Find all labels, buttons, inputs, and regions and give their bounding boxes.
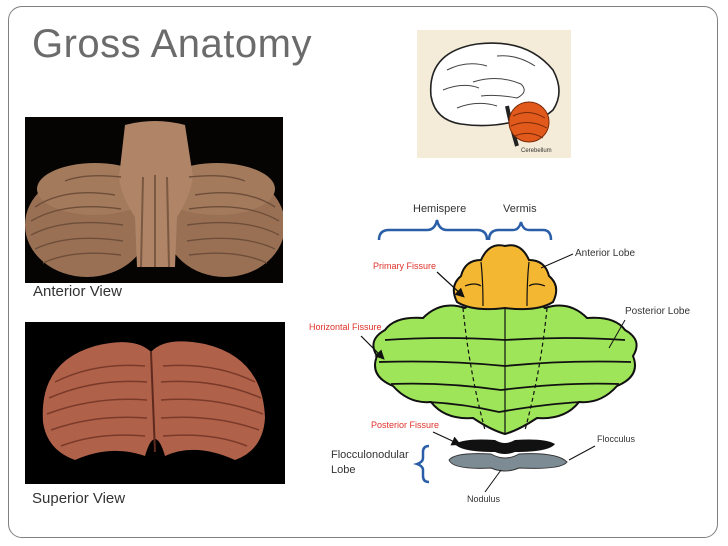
posterior-lobe-label: Posterior Lobe xyxy=(625,306,690,317)
anterior-view-caption: Anterior View xyxy=(33,283,122,300)
hemisphere-label: Hemispere xyxy=(413,203,466,215)
brain-thumbnail-label: Cerebellum xyxy=(521,148,552,154)
cerebellum-diagram: Hemispere Vermis Anterior Lobe Primary F… xyxy=(309,203,690,504)
slide-frame xyxy=(8,6,718,538)
flocculonodular-label-line2: Lobe xyxy=(331,464,355,476)
horizontal-fissure-label: Horizontal Fissure xyxy=(309,322,382,332)
hemisphere-brace xyxy=(377,219,489,241)
anterior-view-photo xyxy=(25,117,283,283)
flocculus-band xyxy=(455,439,555,454)
nodulus-label: Nodulus xyxy=(467,494,501,504)
vermis-brace xyxy=(487,221,553,241)
anterior-lobe-label: Anterior Lobe xyxy=(575,248,635,259)
posterior-fissure-label: Posterior Fissure xyxy=(371,420,439,430)
superior-view-caption: Superior View xyxy=(32,490,126,507)
brain-sagittal-thumbnail: Cerebellum xyxy=(417,30,571,158)
flocculonodular-lobe xyxy=(448,453,568,472)
vermis-label: Vermis xyxy=(503,203,537,215)
flocculonodular-label-line1: Flocculonodular xyxy=(331,449,409,461)
flocculus-label: Flocculus xyxy=(597,434,636,444)
slide-title: Gross Anatomy xyxy=(32,22,312,66)
primary-fissure-label: Primary Fissure xyxy=(373,261,436,271)
flocculonodular-brace xyxy=(413,444,430,484)
superior-view-photo xyxy=(25,322,285,484)
anterior-lobe xyxy=(452,244,558,311)
